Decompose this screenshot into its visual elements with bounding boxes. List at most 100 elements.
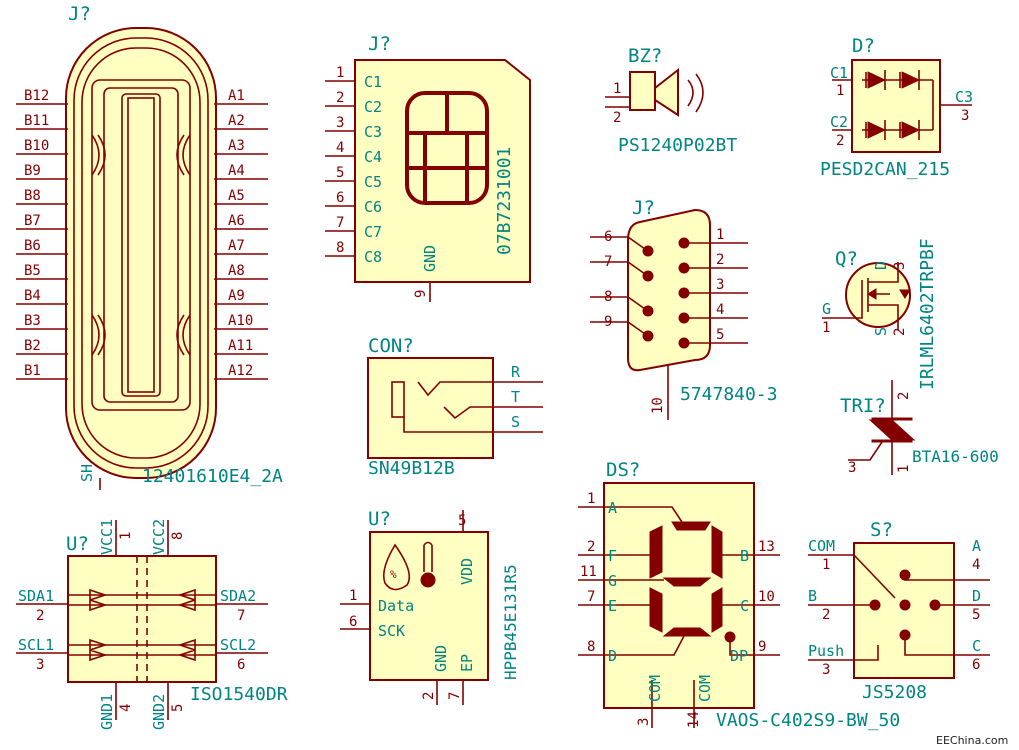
- dsub-contact: [642, 305, 654, 317]
- mosfet-d-label: D: [872, 261, 890, 270]
- dsub-pin-num: 3: [716, 277, 724, 293]
- usbc-pin-a4: A4: [228, 163, 245, 179]
- switch-ref: S?: [870, 519, 893, 541]
- disp-pin-label: A: [608, 499, 617, 517]
- dsub-pin-lead: [627, 321, 646, 335]
- disp-com2-num: 14: [686, 711, 702, 728]
- hum-ep-label: EP: [458, 654, 476, 672]
- iso-vcc2-label: VCC2: [150, 519, 168, 555]
- hum-data-num: 1: [349, 588, 357, 604]
- usbc-pin-a2: A2: [228, 113, 245, 129]
- iso-barrier: [136, 556, 148, 682]
- dsub-contact: [642, 245, 654, 257]
- usbc-inner: [91, 79, 191, 411]
- usbc-pin-b2: B2: [24, 338, 41, 354]
- switch-pin-num: 4: [972, 557, 980, 573]
- mosfet-symbol: [822, 262, 899, 330]
- tvs-pin2-label: C2: [830, 113, 848, 131]
- thermometer-icon: [423, 541, 433, 572]
- usbc-pin-b7: B7: [24, 213, 41, 229]
- jack-pin-t: T: [511, 388, 520, 406]
- segments-icon: [649, 521, 736, 643]
- switch-pin-label: C: [972, 637, 981, 655]
- switch-pin-label: Push: [808, 642, 844, 660]
- dsub-pin-lead: [627, 236, 646, 250]
- tvs-pin3-label: C3: [955, 88, 973, 106]
- switch-pin-num: 6: [972, 657, 980, 673]
- switch-pin-num: 1: [822, 557, 830, 573]
- disp-pin-label: G: [608, 572, 617, 590]
- dsub-pin-num: 4: [716, 302, 724, 318]
- sim-pin-num: 4: [336, 140, 344, 156]
- sim-pin-label: C4: [364, 148, 382, 166]
- triac-pin-a2: 2: [896, 392, 912, 400]
- dsub-contact: [642, 270, 654, 282]
- jack-ref: CON?: [368, 335, 414, 357]
- hum-data-label: Data: [378, 597, 414, 615]
- usbc-outline-2: [81, 47, 201, 459]
- tvs-pin1-label: C1: [830, 64, 848, 82]
- disp-pin-num: 10: [758, 589, 775, 605]
- switch-pin-num: 3: [822, 662, 830, 678]
- usbc-shield-label: SH: [78, 464, 96, 482]
- disp-pin-label: B: [740, 547, 749, 565]
- sim-pin-num: 7: [336, 215, 344, 231]
- dsub-pin-num: 8: [604, 289, 612, 305]
- hum-body: [369, 531, 489, 681]
- usbc-ref: J?: [68, 3, 91, 25]
- usbc-pin-b5: B5: [24, 263, 41, 279]
- triac-ref: TRI?: [840, 395, 886, 417]
- hum-ep-num: 7: [447, 692, 463, 700]
- iso1540[interactable]: U? VCC1 1 VCC2 8 GND1 4 GND2 5 SDA1 2 SC…: [16, 519, 288, 730]
- usbc-pin-a6: A6: [228, 213, 245, 229]
- usbc-pin-b3: B3: [24, 313, 41, 329]
- disp-pin-label: DP: [730, 647, 748, 665]
- switch-pin-num: 2: [822, 607, 830, 623]
- sim-pin-num: 1: [336, 65, 344, 81]
- buzzer-cone: [654, 67, 679, 117]
- jack-pin-r: R: [511, 363, 521, 381]
- usbc-outline-1: [73, 37, 209, 469]
- jack-value: SN49B12B: [368, 458, 455, 479]
- triac[interactable]: TRI? 2 3 1 BTA16-600: [840, 380, 999, 476]
- iso-scl2-num: 6: [237, 657, 245, 673]
- iso-sda2-label: SDA2: [220, 587, 256, 605]
- tvs-value: PESD2CAN_215: [820, 159, 950, 180]
- disp-wires: [604, 506, 754, 708]
- mosfet[interactable]: Q? G 1 S 2 D 3 IRLML6402TRPBF: [822, 238, 938, 390]
- humidity-sensor[interactable]: U? % VDD 5 Data 1 SCK 6 GND 2 EP 7 HPPB4…: [340, 508, 520, 705]
- disp-pin-num: 13: [758, 539, 775, 555]
- iso-gnd1-num: 4: [118, 704, 134, 712]
- buffer-icon: [89, 588, 196, 662]
- usbc-pin-b1: B1: [24, 363, 41, 379]
- triac-pin-gate: 3: [848, 460, 856, 476]
- iso-vcc1-label: VCC1: [98, 519, 116, 555]
- sim-pin-num: 3: [336, 115, 344, 131]
- usbc-value: 12401610E4_2A: [142, 466, 283, 487]
- usbc-pin-b8: B8: [24, 188, 41, 204]
- dsub-pin-lead: [627, 296, 646, 310]
- iso-value: ISO1540DR: [190, 684, 288, 705]
- iso-wires: [16, 594, 268, 656]
- usbc-pin-b4: B4: [24, 288, 41, 304]
- buzzer-ref: BZ?: [628, 45, 662, 67]
- audio-jack[interactable]: CON? R T S SN49B12B: [367, 335, 543, 479]
- disp-value: VAOS-C402S9-BW_50: [716, 710, 900, 731]
- triac-bars: [871, 417, 913, 443]
- hum-sck-label: SCK: [378, 622, 405, 640]
- watermark: EEChina.com: [936, 734, 1008, 747]
- disp-pin-label: E: [608, 597, 617, 615]
- tvs-diode[interactable]: D? C1 1 C2 2 C3 3 PESD2CAN_215: [820, 35, 973, 180]
- buzzer[interactable]: BZ? 1 2 PS1240P02BT: [605, 45, 737, 156]
- disp-pin-num: 9: [758, 639, 766, 655]
- sound-wave-icon: [687, 73, 704, 113]
- iso-scl1-num: 3: [36, 657, 44, 673]
